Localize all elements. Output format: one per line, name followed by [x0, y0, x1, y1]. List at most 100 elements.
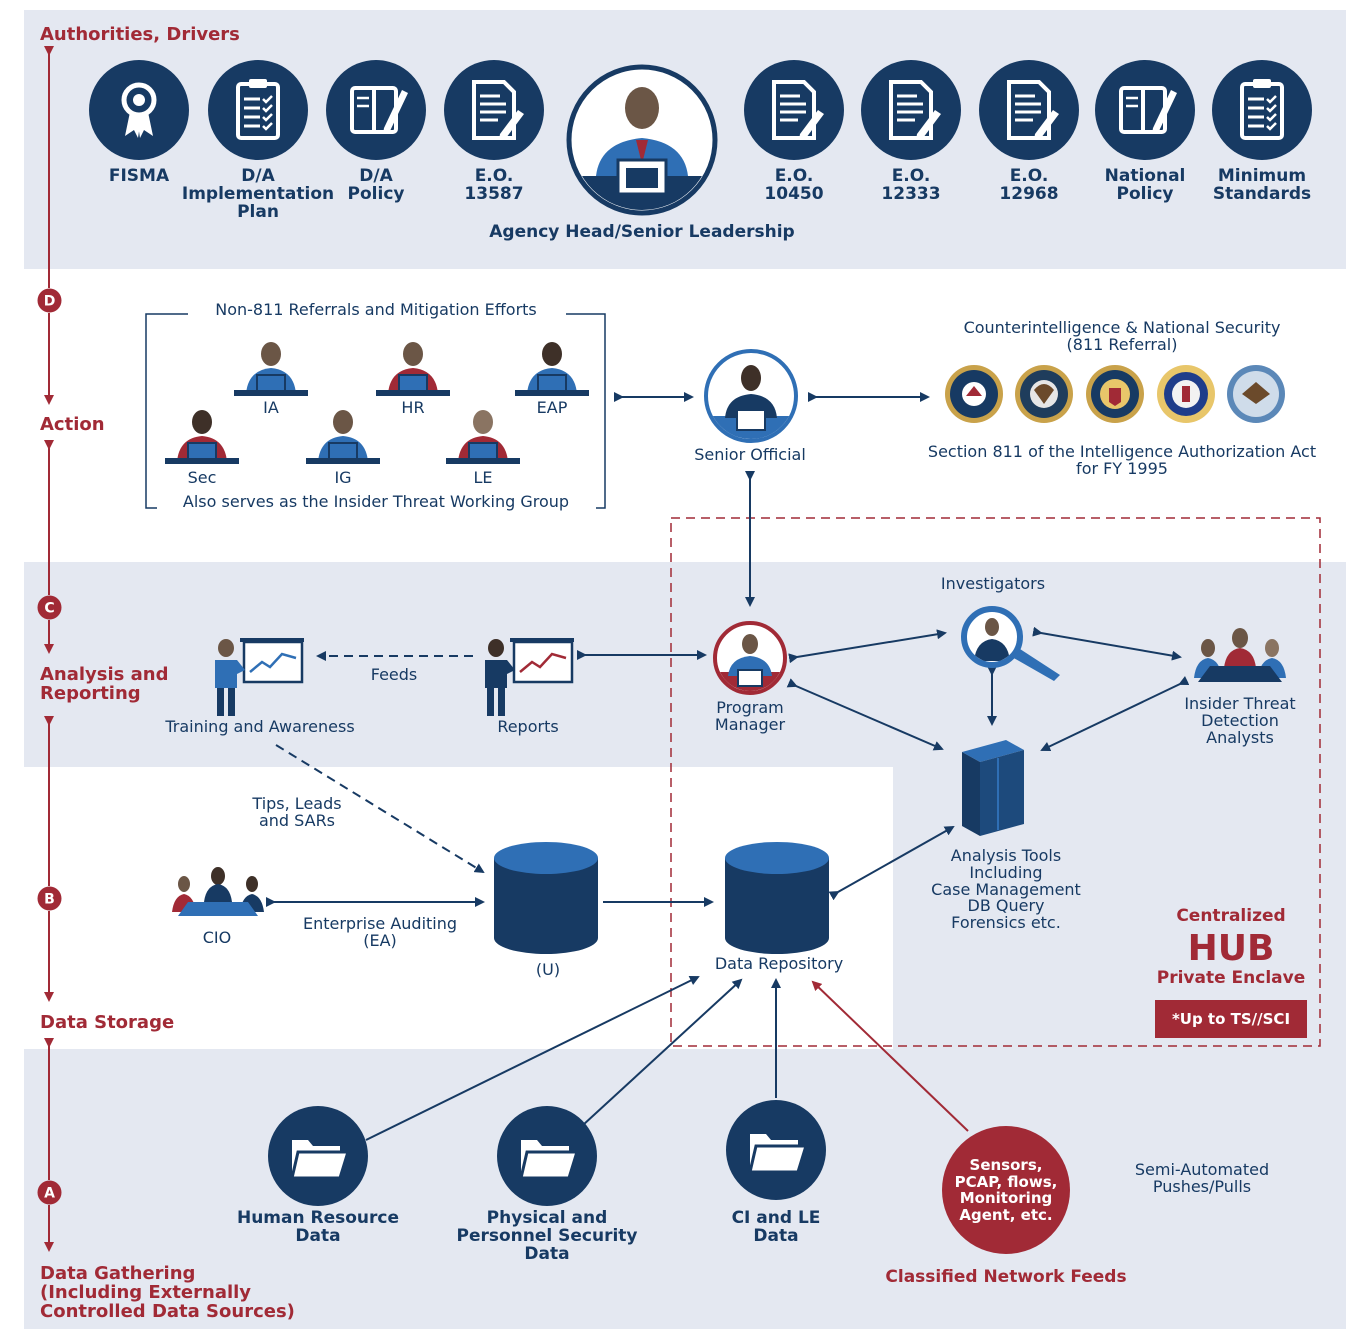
svg-text:B: B [44, 892, 55, 908]
svg-text:C: C [44, 601, 54, 617]
checklist-icon [1212, 60, 1312, 160]
policy-binder-icon [326, 60, 426, 160]
svg-text:D: D [44, 294, 56, 310]
person-label-eap: EAP [536, 398, 568, 417]
ig-person-icon [306, 410, 380, 464]
cio-group-icon [172, 867, 264, 916]
enterprise-auditing-label: Enterprise Auditing (EA) [302, 914, 458, 950]
senior-official-icon [704, 349, 798, 443]
signed-document-icon [979, 60, 1079, 160]
le-person-icon [446, 410, 520, 464]
arrow-investigators-analysts [1032, 626, 1182, 661]
hub-title: HUB [1187, 928, 1275, 969]
authority-label-minimum-standards: Minimum Standards [1212, 166, 1312, 204]
arrow-physical-repo [582, 978, 743, 1126]
authority-label-eo-13587: E.O. 13587 [464, 166, 524, 204]
stage-letter-b-icon: B [37, 886, 62, 911]
ci-title: Counterintelligence & National Security … [963, 318, 1281, 354]
arrow-sensors-repo [811, 980, 969, 1132]
hub-boundary [670, 517, 1321, 1047]
hub-centralized-label: Centralized [1176, 906, 1286, 926]
data-repository-icon [725, 842, 829, 954]
hr-person-icon [376, 342, 450, 396]
source-label-ci-le: CI and LE Data [731, 1208, 821, 1246]
working-group-caption: Also serves as the Insider Threat Workin… [182, 492, 570, 511]
authority-label-national-policy: National Policy [1104, 166, 1186, 204]
sensors-label: Sensors, PCAP, flows, Monitoring Agent, … [954, 1156, 1058, 1224]
authority-label-eo-10450: E.O. 10450 [764, 166, 824, 204]
stage-label-storage: Data Storage [40, 1012, 175, 1033]
reports-label: Reports [497, 717, 559, 736]
person-label-sec: Sec [187, 468, 217, 487]
odni-seal-icon [945, 365, 1003, 423]
person-label-ig: IG [334, 468, 352, 487]
folder-icon [497, 1106, 597, 1206]
cia-seal-icon [1015, 365, 1073, 423]
doj-seal-icon [1086, 365, 1144, 423]
stage-label-authorities: Authorities, Drivers [40, 24, 240, 45]
svg-text:A: A [44, 1186, 55, 1202]
source-label-human-resource: Human Resource Data [236, 1208, 400, 1246]
stage-letter-a-icon: A [37, 1180, 62, 1205]
person-label-hr: HR [401, 398, 425, 417]
fbi-seal-icon [1157, 365, 1215, 423]
program-manager-icon [713, 621, 787, 695]
semi-automated-label: Semi-Automated Pushes/Pulls [1134, 1160, 1270, 1196]
signed-document-icon [444, 60, 544, 160]
analysis-tools-server-icon [962, 740, 1024, 836]
arrow-analysts-tools [1040, 676, 1190, 752]
hub-enclave-label: Private Enclave [1156, 968, 1306, 988]
signed-document-icon [744, 60, 844, 160]
tips-label: Tips, Leads and SARs [252, 794, 342, 830]
referrals-title: Non-811 Referrals and Mitigation Efforts [215, 300, 537, 319]
eap-person-icon [515, 342, 589, 396]
stage-letter-c-icon: C [37, 595, 62, 620]
authority-label-fisma: FISMA [108, 166, 170, 186]
analysis-tools-label: Analysis Tools Including Case Management… [931, 846, 1081, 933]
senior-official-label: Senior Official [694, 445, 806, 464]
classification-badge: *Up to TS//SCI [1155, 1000, 1307, 1038]
sensors-circle: Sensors, PCAP, flows, Monitoring Agent, … [942, 1126, 1070, 1254]
analysts-group-icon [1194, 628, 1286, 682]
stage-label-action: Action [40, 414, 105, 435]
stage-letter-d-icon: D [37, 288, 62, 313]
training-presenter-icon [215, 638, 304, 716]
authority-label-implementation-plan: D/A Implementation Plan [181, 166, 335, 222]
data-repository-label: Data Repository [714, 954, 844, 973]
authority-label-eo-12968: E.O. 12968 [999, 166, 1059, 204]
gathering-band [24, 1049, 1346, 1329]
investigators-label: Investigators [940, 574, 1046, 593]
dod-seal-icon [1227, 365, 1285, 423]
cio-label: CIO [202, 928, 232, 947]
ia-person-icon [234, 342, 308, 396]
authority-label-eo-12333: E.O. 12333 [881, 166, 941, 204]
training-label: Training and Awareness [165, 717, 355, 736]
arrow-pm-investigators [788, 629, 947, 664]
agency-head-icon [566, 64, 718, 216]
agency-head-label: Agency Head/Senior Leadership [489, 222, 795, 242]
arrow-pm-tools [786, 678, 944, 751]
unclass-database-icon [494, 842, 598, 954]
section-811-label: Section 811 of the Intelligence Authoriz… [927, 442, 1317, 478]
unclass-db-label: (U) [535, 960, 561, 979]
policy-binder-icon [1095, 60, 1195, 160]
itd-analysts-label: Insider Threat Detection Analysts [1184, 694, 1296, 747]
investigator-magnifier-icon [961, 606, 1060, 681]
source-label-physical-personnel: Physical and Personnel Security Data [456, 1208, 638, 1264]
stage-label-gathering: Data Gathering (Including Externally Con… [40, 1263, 295, 1322]
referrals-bracket [145, 313, 606, 509]
arrow-repo-tools [828, 826, 955, 901]
checklist-icon [208, 60, 308, 160]
person-label-ia: IA [263, 398, 279, 417]
folder-icon [726, 1100, 826, 1200]
reports-presenter-icon [485, 638, 574, 716]
arrow-training-unclass [275, 744, 485, 874]
authority-label-da-policy: D/A Policy [347, 166, 405, 204]
classification-text: *Up to TS//SCI [1171, 1010, 1291, 1028]
signed-document-icon [861, 60, 961, 160]
program-manager-label: Program Manager [714, 698, 786, 734]
person-label-le: LE [473, 468, 493, 487]
folder-icon [268, 1106, 368, 1206]
